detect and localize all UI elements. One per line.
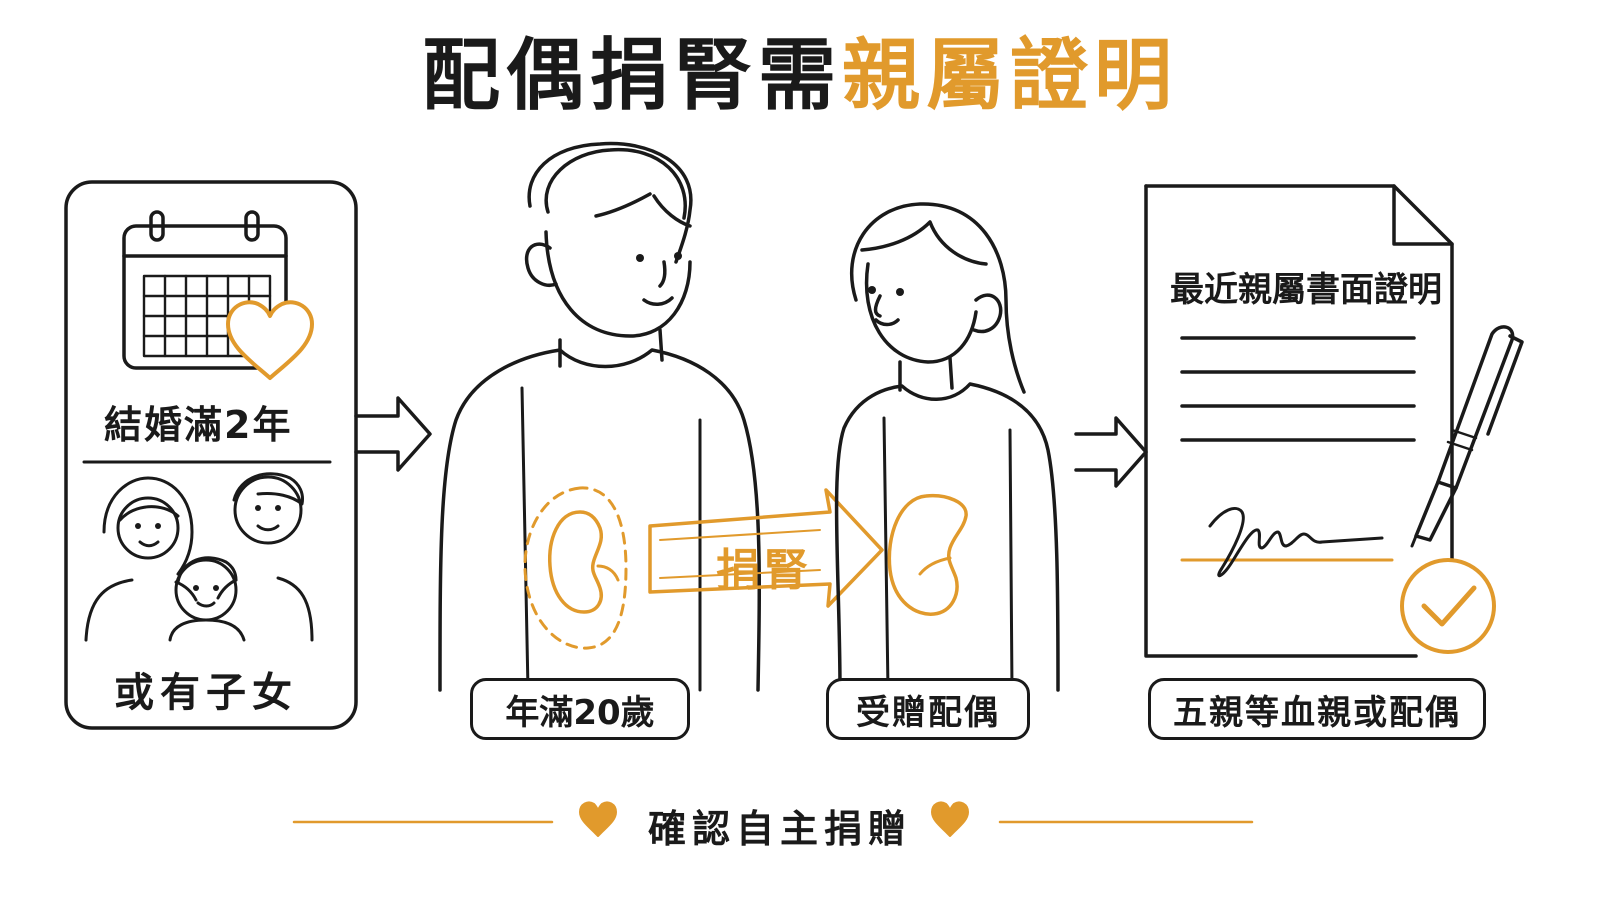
- heart-icon: [931, 801, 969, 837]
- recipient-figure: [834, 202, 1060, 692]
- heart-icon: [579, 801, 617, 837]
- document-icon: [1144, 184, 1454, 658]
- page-title: 配偶捐腎需親屬證明: [0, 30, 1600, 124]
- title-accent: 親屬證明: [842, 31, 1179, 121]
- recipient-label: 受贈配偶: [826, 678, 1030, 740]
- transfer-label: 捐腎: [716, 545, 812, 596]
- transfer-arrow: [648, 488, 884, 608]
- donor-figure: [438, 141, 762, 692]
- pen-icon: [1410, 325, 1524, 548]
- footer-text: 確認自主捐贈: [648, 807, 913, 851]
- donor-age-label: 年滿20歲: [470, 678, 690, 740]
- arrow-icon: [1074, 416, 1148, 488]
- recipient-kidney-icon: [887, 493, 968, 616]
- family-icon: [84, 472, 314, 642]
- arrow-icon: [354, 396, 432, 472]
- check-circle-icon: [1400, 558, 1496, 654]
- marriage-condition-label: 結婚滿2年: [104, 403, 293, 447]
- document-heading: 最近親屬書面證明: [1170, 270, 1442, 310]
- conditions-panel: [64, 180, 358, 730]
- heart-icon: [226, 300, 314, 380]
- title-main: 配偶捐腎需: [421, 31, 842, 121]
- donor-kidney-icon: [523, 486, 628, 650]
- children-condition-label: 或有子女: [114, 670, 298, 716]
- document-label: 五親等血親或配偶: [1148, 678, 1486, 740]
